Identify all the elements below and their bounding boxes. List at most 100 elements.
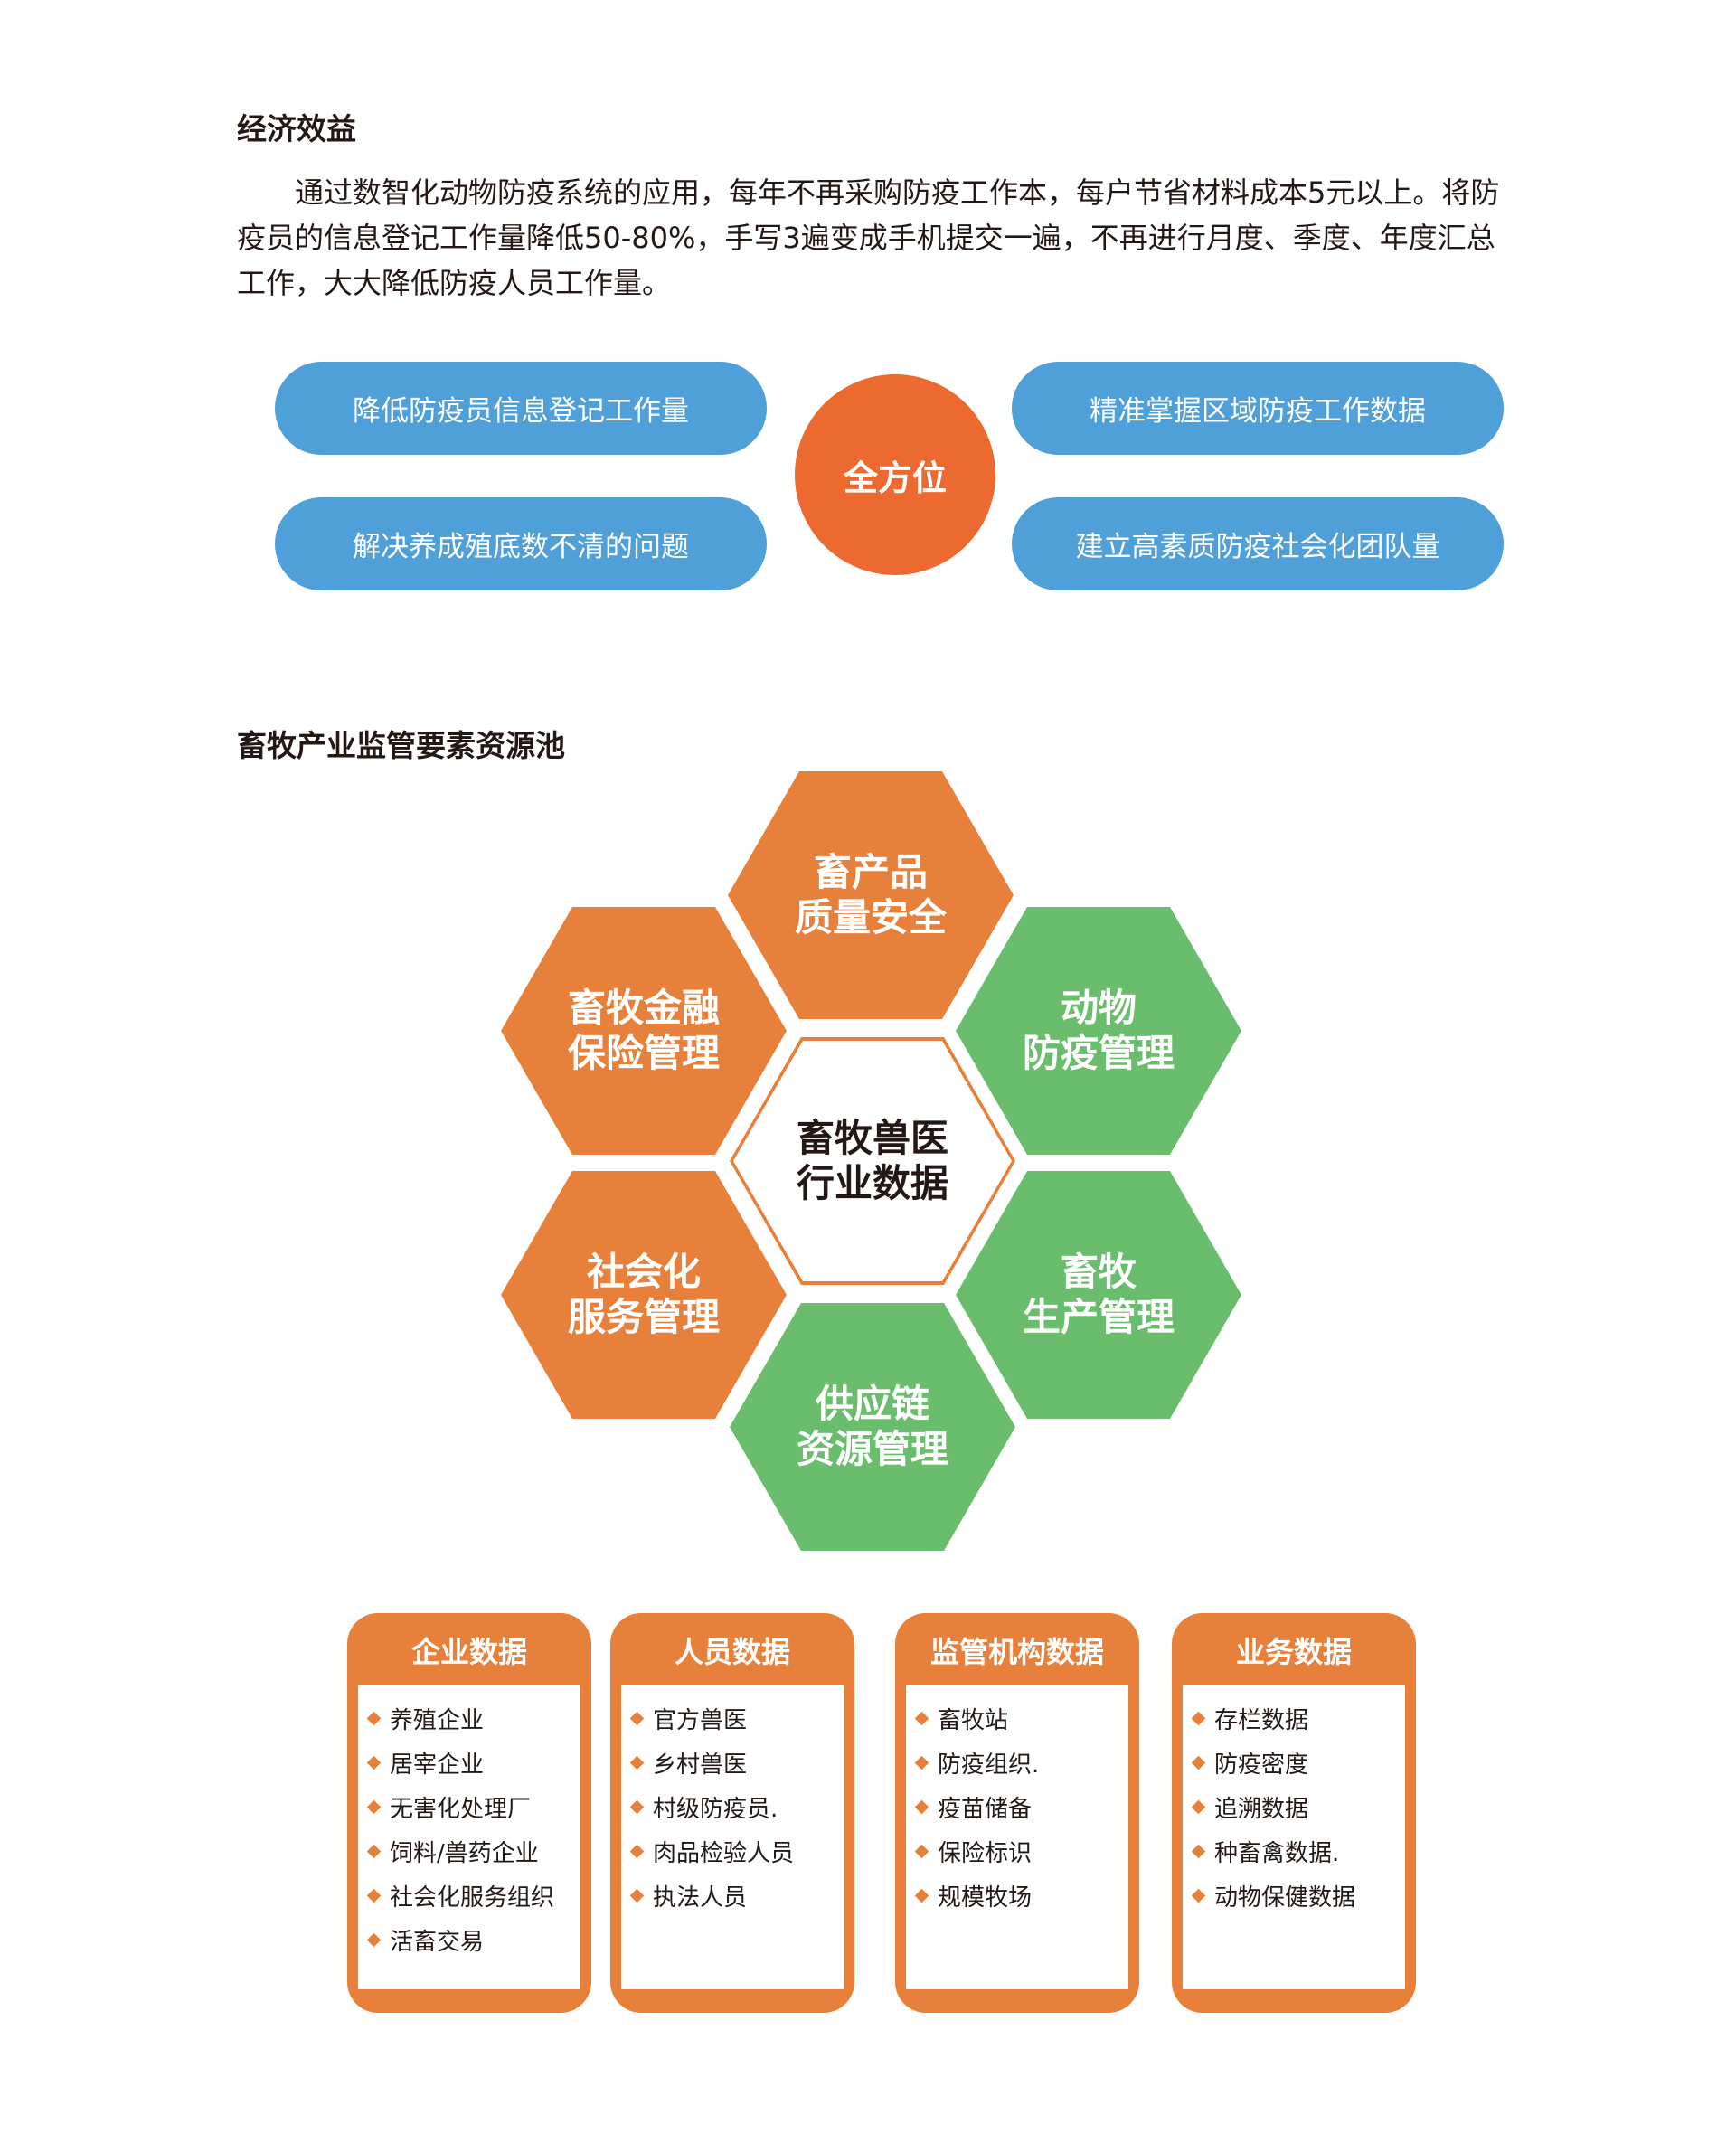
item-label: 居宰企业 [390, 1752, 485, 1779]
hex-label: 动物 [1060, 986, 1137, 1030]
list-item: 动物保健数据 [1183, 1874, 1405, 1918]
diamond-bullet-icon [629, 1888, 645, 1903]
list-item: 种畜禽数据. [1183, 1829, 1405, 1874]
list-item: 防疫密度 [1183, 1741, 1405, 1785]
diamond-bullet-icon [1191, 1844, 1206, 1859]
hex-label: 质量安全 [794, 895, 947, 940]
pill-reduce-workload: 降低防疫员信息登记工作量 [275, 362, 767, 455]
list-item: 疫苗储备 [906, 1785, 1128, 1829]
diamond-bullet-icon [914, 1755, 929, 1770]
list-item: 养殖企业 [358, 1696, 580, 1741]
list-item: 执法人员 [621, 1874, 844, 1918]
pill-team-building: 建立高素质防疫社会化团队量 [1012, 497, 1504, 590]
item-label: 肉品检验人员 [653, 1840, 795, 1867]
diamond-bullet-icon [629, 1844, 645, 1859]
item-label: 存栏数据 [1214, 1707, 1309, 1734]
card-list: 畜牧站防疫组织. 疫苗储备保险标识规模牧场 [906, 1685, 1128, 1989]
hex-social-service: 社会化服务管理 [501, 1171, 787, 1419]
list-item: 活畜交易 [358, 1918, 580, 1962]
item-label: 动物保健数据 [1214, 1884, 1356, 1912]
list-item: 村级防疫员. [621, 1785, 844, 1829]
item-label: 追溯数据 [1214, 1796, 1309, 1823]
diamond-bullet-icon [1191, 1755, 1206, 1770]
item-label: 防疫密度 [1214, 1752, 1309, 1779]
list-item: 无害化处理厂 [358, 1785, 580, 1829]
list-item: 社会化服务组织 [358, 1874, 580, 1918]
hex-label: 畜牧金融 [567, 986, 720, 1030]
diamond-bullet-icon [366, 1755, 382, 1770]
list-item: 防疫组织. [906, 1741, 1128, 1785]
diamond-bullet-icon [366, 1932, 382, 1948]
hex-label: 生产管理 [1022, 1295, 1175, 1339]
diamond-bullet-icon [914, 1799, 929, 1815]
card-title: 人员数据 [674, 1635, 790, 1669]
item-label: 乡村兽医 [653, 1752, 748, 1779]
list-item: 乡村兽医 [621, 1741, 844, 1785]
diamond-bullet-icon [914, 1888, 929, 1903]
item-label: 饲料/兽药企业 [390, 1840, 539, 1867]
item-label: 防疫组织. [938, 1752, 1040, 1779]
item-label: 执法人员 [653, 1884, 748, 1912]
section-heading-economic-benefits: 经济效益 [237, 111, 356, 146]
hex-finance-insurance: 畜牧金融保险管理 [501, 907, 787, 1155]
hex-label: 畜牧兽医 [796, 1116, 948, 1160]
pill-regional-data: 精准掌握区域防疫工作数据 [1012, 362, 1504, 455]
hex-label: 社会化 [586, 1250, 701, 1294]
item-label: 种畜禽数据. [1214, 1840, 1340, 1867]
section-heading-resource-pool: 畜牧产业监管要素资源池 [237, 728, 565, 763]
list-item: 肉品检验人员 [621, 1829, 844, 1874]
hex-label: 畜牧 [1060, 1250, 1137, 1294]
data-card: 业务数据存栏数据防疫密度追溯数据种畜禽数据. 动物保健数据 [1172, 1613, 1416, 2013]
hex-product-quality: 畜产品质量安全 [728, 771, 1014, 1019]
item-label: 无害化处理厂 [390, 1796, 532, 1823]
diamond-bullet-icon [1191, 1888, 1206, 1903]
data-card: 企业数据养殖企业居宰企业无害化处理厂饲料/兽药企业社会化服务组织活畜交易 [347, 1613, 591, 2013]
hex-production: 畜牧生产管理 [956, 1171, 1241, 1419]
hex-label: 供应链 [815, 1382, 929, 1426]
hex-label: 防疫管理 [1022, 1031, 1175, 1075]
hex-label: 服务管理 [567, 1295, 720, 1339]
list-item: 保险标识 [906, 1829, 1128, 1874]
hex-label: 畜产品 [813, 850, 928, 894]
item-label: 保险标识 [938, 1840, 1033, 1867]
item-label: 社会化服务组织 [390, 1884, 555, 1912]
list-item: 畜牧站 [906, 1696, 1128, 1741]
diamond-bullet-icon [914, 1711, 929, 1726]
item-label: 畜牧站 [938, 1707, 1009, 1734]
data-card: 人员数据官方兽医乡村兽医村级防疫员. 肉品检验人员执法人员 [610, 1613, 854, 2013]
benefits-paragraph: 通过数智化动物防疫系统的应用，每年不再采购防疫工作本，每户节省材料成本5元以上。… [237, 175, 1500, 300]
card-title: 监管机构数据 [929, 1635, 1104, 1669]
diamond-bullet-icon [914, 1844, 929, 1859]
diamond-bullet-icon [366, 1844, 382, 1859]
hex-label: 资源管理 [796, 1427, 948, 1471]
pill-solve-count-issue: 解决养成殖底数不清的问题 [275, 497, 767, 590]
card-title: 业务数据 [1235, 1635, 1352, 1669]
list-item: 居宰企业 [358, 1741, 580, 1785]
hex-industry-data: 畜牧兽医行业数据 [730, 1037, 1015, 1285]
item-label: 养殖企业 [390, 1707, 485, 1734]
card-list: 养殖企业居宰企业无害化处理厂饲料/兽药企业社会化服务组织活畜交易 [358, 1685, 580, 1989]
diamond-bullet-icon [1191, 1711, 1206, 1726]
item-label: 疫苗储备 [938, 1796, 1033, 1823]
diamond-bullet-icon [1191, 1799, 1206, 1815]
diamond-bullet-icon [629, 1711, 645, 1726]
hex-supply-chain: 供应链资源管理 [730, 1303, 1015, 1551]
item-label: 官方兽医 [653, 1707, 748, 1734]
list-item: 饲料/兽药企业 [358, 1829, 580, 1874]
hex-label: 行业数据 [796, 1161, 948, 1205]
list-item: 追溯数据 [1183, 1785, 1405, 1829]
item-label: 村级防疫员. [653, 1796, 778, 1823]
card-title: 企业数据 [410, 1635, 527, 1669]
hex-label: 保险管理 [567, 1031, 720, 1075]
list-item: 规模牧场 [906, 1874, 1128, 1918]
center-circle: 全方位 [795, 374, 995, 575]
data-card: 监管机构数据畜牧站防疫组织. 疫苗储备保险标识规模牧场 [895, 1613, 1139, 2013]
list-item: 官方兽医 [621, 1696, 844, 1741]
list-item: 存栏数据 [1183, 1696, 1405, 1741]
card-list: 官方兽医乡村兽医村级防疫员. 肉品检验人员执法人员 [621, 1685, 844, 1989]
diamond-bullet-icon [366, 1711, 382, 1726]
card-list: 存栏数据防疫密度追溯数据种畜禽数据. 动物保健数据 [1183, 1685, 1405, 1989]
item-label: 规模牧场 [938, 1884, 1033, 1912]
diamond-bullet-icon [366, 1888, 382, 1903]
item-label: 活畜交易 [390, 1929, 485, 1956]
